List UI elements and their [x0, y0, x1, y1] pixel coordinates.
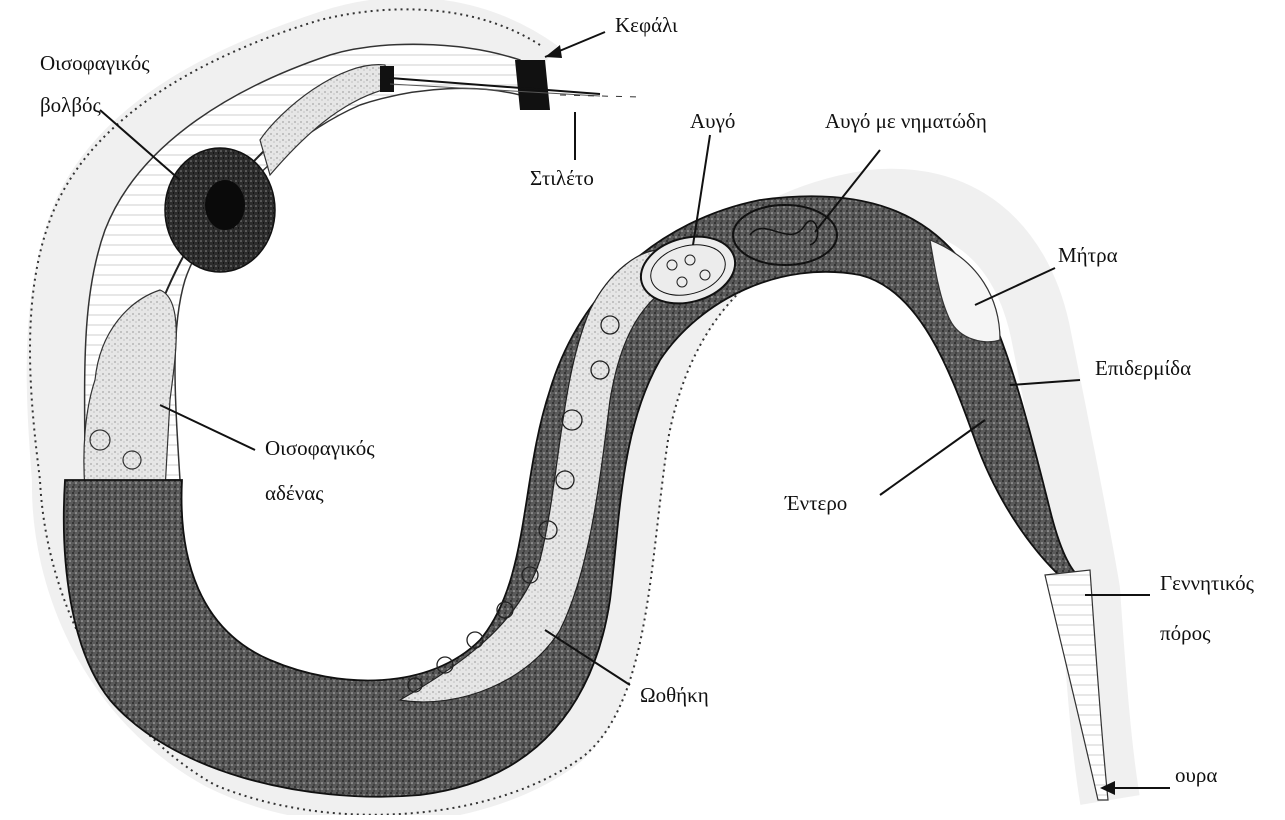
egg-with-nematode	[733, 205, 837, 265]
label-genital-pore-1: Γεννητικός	[1160, 571, 1255, 595]
label-head: Κεφάλι	[615, 13, 678, 37]
label-stylet: Στιλέτο	[530, 166, 594, 190]
label-egg-with-nematode: Αυγό με νηματώδη	[825, 109, 987, 133]
label-intestine: Έντερο	[784, 491, 847, 515]
label-esophageal-gland-2: αδένας	[265, 481, 324, 505]
label-ovary: Ωοθήκη	[640, 683, 709, 707]
label-esophageal-gland-1: Οισοφαγικός	[265, 436, 375, 460]
label-esophageal-bulb-1: Οισοφαγικός	[40, 51, 150, 75]
label-esophageal-bulb-2: βολβός	[40, 93, 102, 117]
intestine-leader	[880, 420, 985, 495]
label-tail: ουρα	[1175, 763, 1217, 787]
label-genital-pore-2: πόρος	[1160, 621, 1211, 645]
label-uterus: Μήτρα	[1058, 243, 1118, 267]
label-epidermis: Επιδερμίδα	[1095, 356, 1191, 380]
label-egg: Αυγό	[690, 109, 735, 133]
esophageal-bulb	[165, 148, 275, 272]
